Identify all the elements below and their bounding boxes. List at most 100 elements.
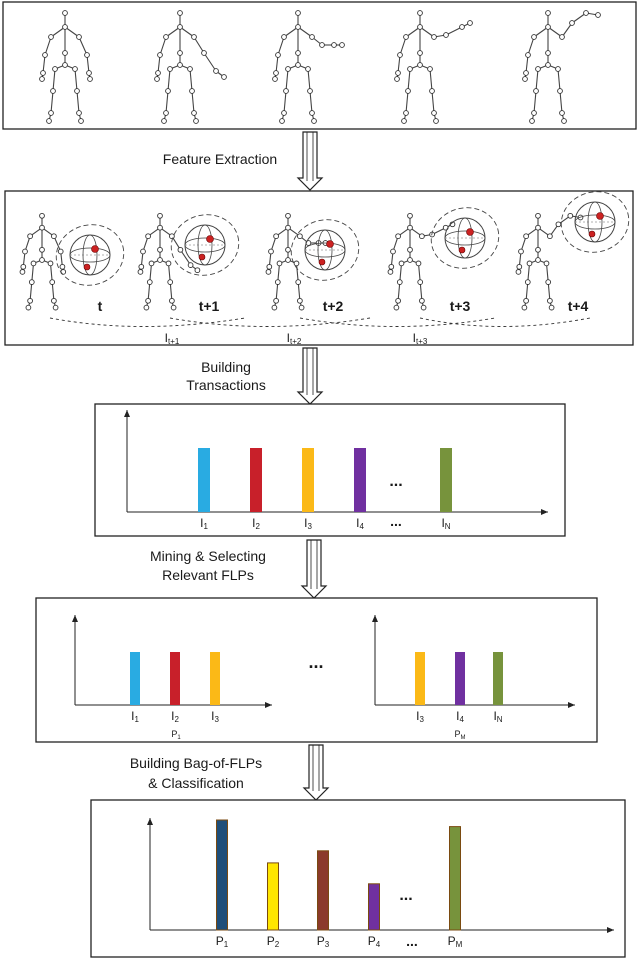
- bone: [179, 249, 192, 266]
- tick-label: IN: [441, 516, 450, 531]
- bone: [307, 68, 311, 92]
- y-axis-arrow: [372, 615, 378, 622]
- bone: [533, 90, 537, 114]
- joint: [387, 269, 394, 275]
- joint: [189, 88, 195, 94]
- joint: [193, 118, 199, 124]
- tick-label: I3: [304, 516, 312, 531]
- joint: [533, 88, 539, 94]
- joint: [305, 66, 311, 72]
- bar: [250, 448, 262, 512]
- ticks-ellipsis: ...: [390, 513, 402, 529]
- tick-label: IN: [493, 709, 502, 724]
- interval-arc: [419, 317, 591, 327]
- bar: [449, 826, 461, 931]
- tick-label: I1: [200, 516, 208, 531]
- interval-arcs: [49, 317, 591, 327]
- bone: [74, 68, 78, 92]
- joint: [27, 297, 33, 304]
- bone: [527, 263, 531, 283]
- joint: [167, 279, 174, 285]
- joint: [403, 34, 409, 40]
- pose-sequence: [39, 10, 601, 124]
- bone: [167, 68, 171, 92]
- joint: [155, 70, 161, 76]
- y-axis-arrow: [147, 818, 153, 825]
- joint: [420, 304, 427, 311]
- tick-label: P4: [368, 934, 381, 949]
- joint: [516, 263, 523, 270]
- skeleton: [137, 212, 201, 311]
- bone: [431, 90, 435, 114]
- y-axis-arrow: [124, 410, 130, 417]
- joint: [397, 52, 403, 58]
- arrow-outline: [296, 131, 324, 191]
- skeleton: [154, 10, 227, 124]
- joint: [163, 34, 169, 40]
- joint: [273, 233, 279, 240]
- bone: [50, 90, 54, 114]
- joint: [221, 74, 227, 80]
- joint: [19, 269, 26, 275]
- joint: [140, 248, 146, 255]
- joint: [76, 34, 82, 40]
- joint: [298, 304, 305, 311]
- joint: [535, 224, 541, 231]
- joint: [27, 233, 33, 240]
- joint: [535, 212, 541, 219]
- bone: [547, 26, 563, 38]
- panel-skeleton-poses: [2, 1, 637, 130]
- joint: [157, 224, 163, 231]
- x-axis-arrow: [265, 702, 272, 708]
- joint: [523, 233, 529, 240]
- joint: [84, 52, 90, 58]
- bone: [29, 282, 33, 301]
- joint: [531, 110, 537, 116]
- joint: [561, 118, 567, 124]
- joint: [30, 260, 37, 267]
- x-axis-arrow: [607, 927, 614, 933]
- joint-marker: [206, 235, 214, 243]
- joint: [62, 62, 68, 68]
- joint: [273, 70, 279, 76]
- bone: [535, 68, 539, 92]
- bar: [440, 448, 452, 512]
- step-label-bag-2: & Classification: [148, 775, 244, 791]
- tick-label: I2: [171, 709, 179, 724]
- x-axis-arrow: [568, 702, 575, 708]
- interval-label: It+3: [413, 331, 428, 346]
- joint: [39, 246, 45, 253]
- arrow-feature-extraction: [296, 131, 324, 191]
- joint: [177, 10, 183, 16]
- joint: [431, 34, 437, 40]
- joint: [137, 269, 144, 275]
- joint: [295, 62, 301, 68]
- step-label-mining-1: Mining & Selecting: [150, 548, 266, 564]
- joint: [535, 66, 541, 72]
- bone: [419, 26, 435, 38]
- bone: [78, 36, 88, 56]
- joint: [415, 260, 422, 267]
- arrow-inner: [306, 132, 314, 181]
- joint: [595, 12, 601, 18]
- bone: [157, 54, 161, 74]
- bone: [285, 68, 289, 92]
- time-label: t+1: [199, 298, 220, 314]
- bar: [317, 850, 329, 931]
- bone: [405, 26, 421, 38]
- bone: [277, 36, 285, 56]
- feature-sequence: [19, 191, 630, 311]
- joint: [163, 110, 169, 116]
- joint: [285, 212, 291, 219]
- arrow-outline: [296, 347, 324, 405]
- bone: [203, 52, 217, 72]
- joint: [191, 110, 197, 116]
- joint: [319, 42, 325, 48]
- joint: [390, 248, 396, 255]
- joint: [526, 260, 533, 267]
- joint: [395, 233, 401, 240]
- joint: [191, 34, 197, 40]
- bone: [189, 68, 193, 92]
